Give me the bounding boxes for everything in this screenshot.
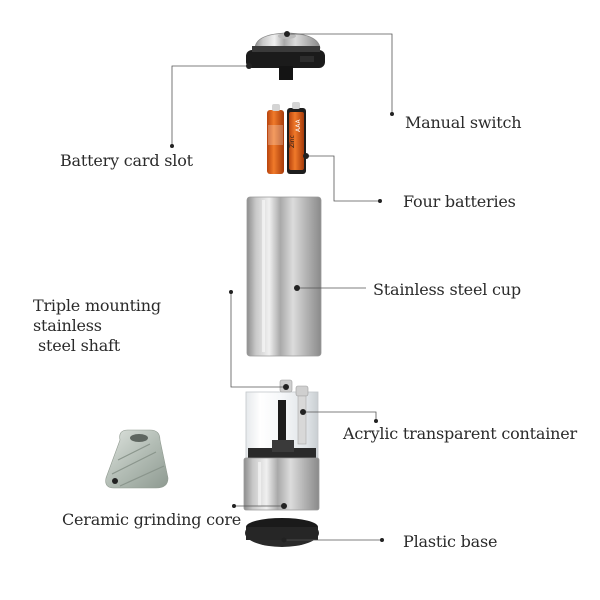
leader-manual-switch [287, 33, 393, 114]
dot-ceramic-part [112, 478, 118, 484]
label-triple-mounting-line1: Triple mounting stainless [33, 296, 161, 335]
ceramic-grinding-core [105, 429, 169, 489]
leader-acrylic [303, 411, 377, 421]
label-acrylic-container: Acrylic transparent container [343, 424, 577, 443]
label-four-batteries: Four batteries [403, 192, 516, 211]
dot-plastic-base-end [380, 538, 384, 542]
battery-size-text: AAA [295, 118, 302, 132]
dot-ceramic-end [232, 504, 236, 508]
label-stainless-steel-cup: Stainless steel cup [373, 280, 521, 299]
dot-base-body-part [281, 503, 287, 509]
leader-triple-shaft [230, 292, 286, 388]
label-battery-card-slot: Battery card slot [60, 151, 193, 170]
grinder-base-body [243, 457, 320, 511]
dot-shaft-end [229, 290, 233, 294]
plastic-base [245, 518, 319, 547]
label-triple-mounting-line2: steel shaft [38, 336, 120, 355]
battery-brand-text: Zinc [289, 135, 296, 148]
label-manual-switch: Manual switch [405, 113, 522, 132]
dot-battery-slot-part [246, 63, 252, 69]
dot-batteries-part [303, 153, 309, 159]
manual-switch-cap [246, 32, 325, 80]
batteries: Zinc AAA [267, 102, 306, 174]
stainless-steel-cup [246, 196, 322, 357]
dot-shaft-part [283, 384, 289, 390]
label-triple-mounting-shaft: Triple mounting stainless steel shaft [33, 296, 233, 356]
dot-acrylic-end [374, 419, 378, 423]
label-ceramic-grinding-core: Ceramic grinding core [62, 510, 242, 529]
dot-batteries-end [378, 199, 382, 203]
dot-plastic-base-part [281, 537, 287, 543]
leader-four-batteries [306, 155, 380, 202]
dot-manual-switch-part [284, 31, 290, 37]
dot-cup-part [294, 285, 300, 291]
leader-lines [171, 33, 393, 541]
leader-dots [112, 31, 394, 543]
dot-battery-slot-end [170, 144, 174, 148]
label-plastic-base: Plastic base [403, 532, 498, 551]
leader-battery-slot [171, 65, 249, 146]
acrylic-container [245, 379, 319, 460]
dot-manual-switch-end [390, 112, 394, 116]
dot-acrylic-part [300, 409, 306, 415]
